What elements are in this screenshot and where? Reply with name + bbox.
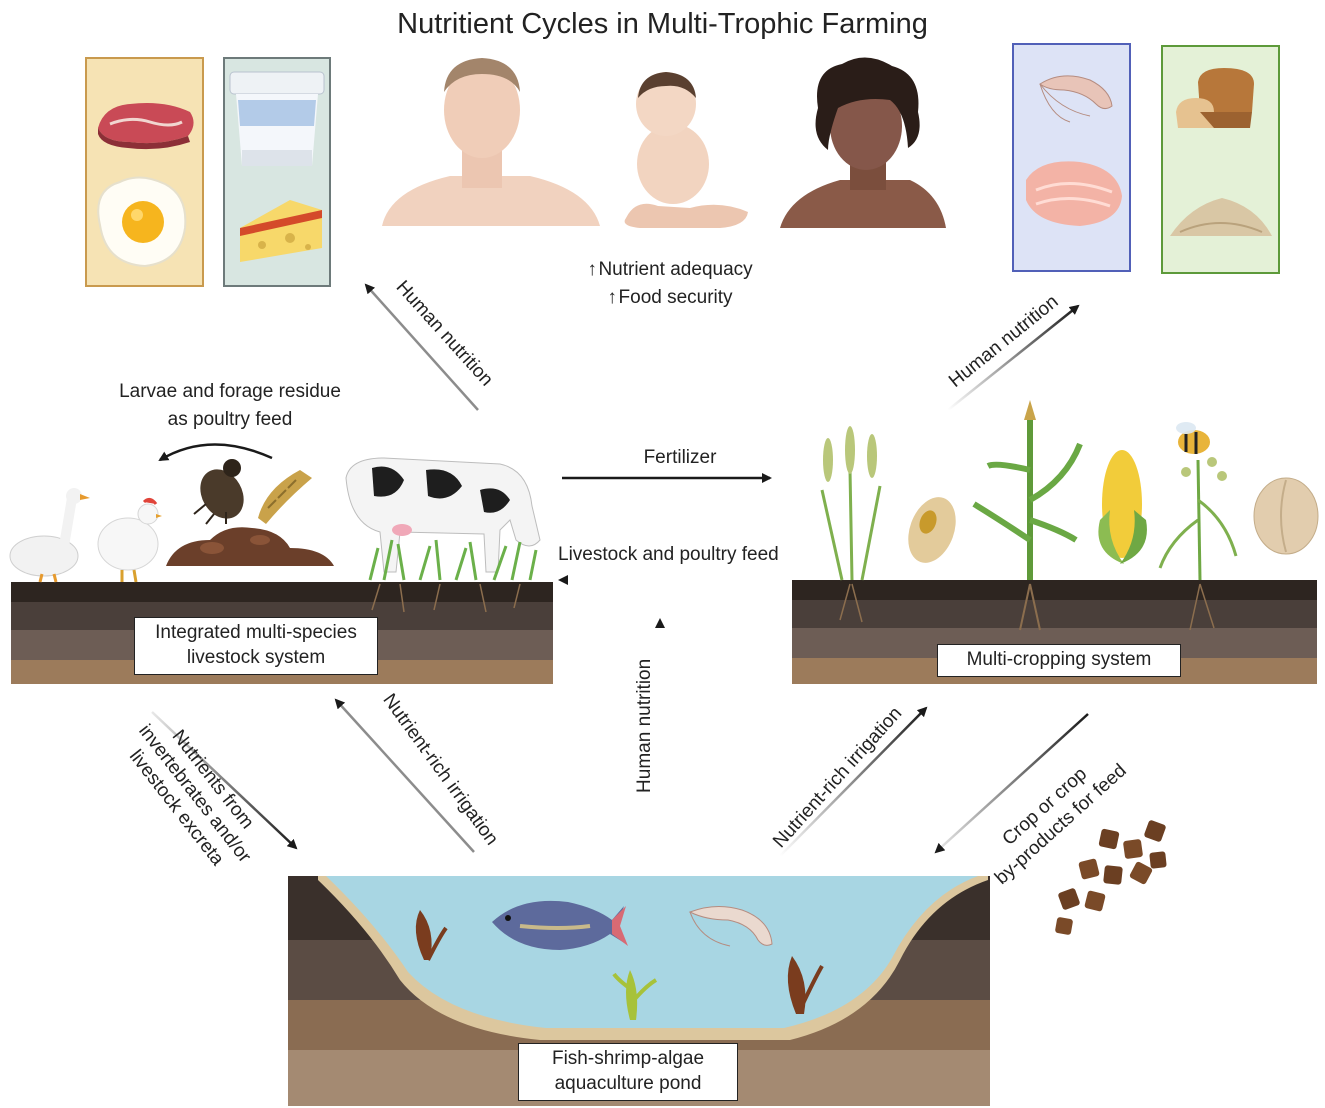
arrow-larvae-feed [160, 444, 272, 460]
up-arrow-symbol: ↑ [587, 259, 597, 280]
human-benefit-1: ↑ Nutrient adequacy [560, 258, 780, 282]
feed-pellets-icon [1055, 819, 1167, 935]
animal-foods-panel [86, 58, 203, 286]
woman-icon [780, 57, 946, 228]
aquatic-foods-panel [1013, 44, 1130, 271]
livestock-poultry-feed-label: Livestock and poultry feed [558, 543, 779, 567]
pond-system-line1: Fish-shrimp-algae [529, 1047, 727, 1072]
corn-cob-icon [1098, 450, 1147, 564]
bee-icon [1176, 422, 1210, 454]
baby-icon [625, 72, 748, 228]
beetle-icon [192, 459, 253, 527]
up-arrow-symbol-2: ↑ [607, 287, 617, 308]
pond-to-humans-label: Human nutrition [633, 651, 657, 801]
human-benefit-2: ↑ Food security [560, 286, 780, 310]
bean-seed-icon [1254, 478, 1318, 554]
cropping-system-label: Multi-cropping system [937, 644, 1181, 677]
larvae-feed-label-2: as poultry feed [90, 408, 370, 432]
larvae-feed-label-1: Larvae and forage residue [90, 380, 370, 404]
livestock-system-line2: livestock system [145, 646, 367, 671]
grain-foods-panel [1162, 46, 1279, 273]
pond-system-line2: aquaculture pond [529, 1072, 727, 1097]
goose-icon [10, 488, 90, 582]
nutrient-adequacy-label: Nutrient adequacy [598, 259, 752, 280]
pond-system-label: Fish-shrimp-algae aquaculture pond [518, 1043, 738, 1101]
livestock-system-line1: Integrated multi-species [145, 621, 367, 646]
egg-icon [98, 177, 185, 266]
chicken-icon [98, 499, 162, 582]
dairy-foods-panel [224, 58, 330, 286]
grain-seed-icon [900, 491, 965, 570]
man-icon [382, 58, 600, 226]
larva-icon [258, 470, 312, 524]
steak-icon [98, 103, 194, 149]
livestock-system-label: Integrated multi-species livestock syste… [134, 617, 378, 675]
diagram-title: Nutritient Cycles in Multi-Trophic Farmi… [0, 8, 1325, 41]
fertilizer-label: Fertilizer [600, 446, 760, 470]
food-security-label: Food security [619, 287, 733, 308]
manure-icon [166, 527, 334, 566]
yogurt-icon [230, 72, 324, 166]
